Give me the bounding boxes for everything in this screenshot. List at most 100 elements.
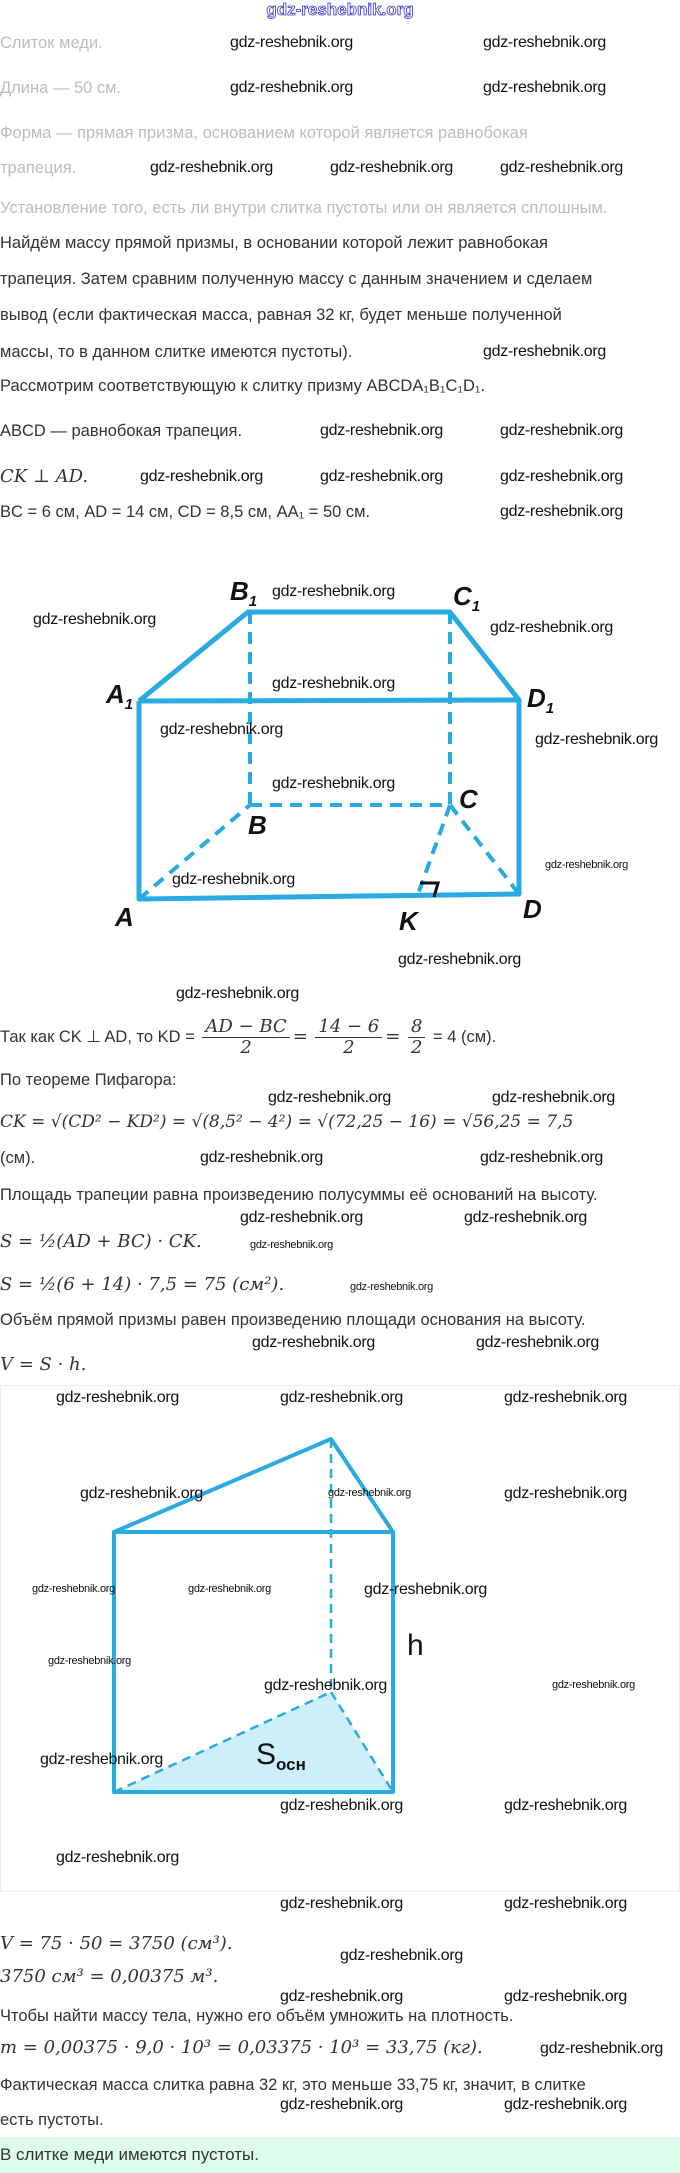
- site-watermark: gdz-reshebnik.org: [266, 0, 414, 19]
- label-c: C: [459, 784, 479, 814]
- watermark-text: gdz-reshebnik.org: [504, 1389, 627, 1406]
- answer-box: В слитке меди имеются пустоты.: [0, 2137, 680, 2173]
- watermark-text: gdz-reshebnik.org: [490, 619, 613, 636]
- watermark-text: gdz-reshebnik.org: [504, 1485, 627, 1502]
- watermark-text: gdz-reshebnik.org: [320, 468, 443, 485]
- consider-prism: Рассмотрим соответствующую к слитку приз…: [0, 377, 486, 395]
- watermark-text: gdz-reshebnik.org: [150, 159, 273, 176]
- area-calc: S = ½(6 + 14) · 7,5 = 75 (см²).: [0, 1274, 285, 1295]
- watermark-text: gdz-reshebnik.org: [350, 1281, 433, 1293]
- mass-rule: Чтобы найти массу тела, нужно его объём …: [0, 2007, 514, 2025]
- watermark-text: gdz-reshebnik.org: [280, 1988, 403, 2005]
- watermark-text: gdz-reshebnik.org: [330, 159, 453, 176]
- watermark-text: gdz-reshebnik.org: [328, 1487, 411, 1499]
- watermark-text: gdz-reshebnik.org: [280, 2096, 403, 2113]
- watermark-text: gdz-reshebnik.org: [250, 1239, 333, 1251]
- pythagoras-heading: По теореме Пифагора:: [0, 1071, 177, 1089]
- watermark-text: gdz-reshebnik.org: [272, 583, 395, 600]
- triangular-prism-figure: h Sосн: [112, 1437, 424, 1794]
- conclusion-line-2: есть пустоты.: [0, 2111, 104, 2129]
- watermark-text: gdz-reshebnik.org: [140, 468, 263, 485]
- watermark-text: gdz-reshebnik.org: [272, 775, 395, 792]
- watermark-text: gdz-reshebnik.org: [272, 675, 395, 692]
- watermark-text: gdz-reshebnik.org: [280, 1797, 403, 1814]
- label-d1: D1: [527, 683, 554, 717]
- watermark-text: gdz-reshebnik.org: [280, 1389, 403, 1406]
- height-label: h: [407, 1629, 424, 1662]
- trapezoid-statement: ABCD — равнобокая трапеция.: [0, 422, 243, 440]
- watermark-text: gdz-reshebnik.org: [268, 1089, 391, 1106]
- label-b: B: [248, 810, 267, 840]
- watermark-text: gdz-reshebnik.org: [188, 1583, 271, 1595]
- hidden-edge-left: [113, 1690, 332, 1794]
- hidden-edge-right: [329, 1691, 395, 1793]
- volume-formula: V = S · h.: [0, 1354, 87, 1375]
- watermark-text: gdz-reshebnik.org: [483, 79, 606, 96]
- watermark-text: gdz-reshebnik.org: [483, 34, 606, 51]
- watermark-text: gdz-reshebnik.org: [535, 731, 658, 748]
- watermark-text: gdz-reshebnik.org: [264, 1677, 387, 1694]
- base-area: [114, 1692, 393, 1792]
- watermark-text: gdz-reshebnik.org: [172, 871, 295, 888]
- given-goal: Установление того, есть ли внутри слитка…: [0, 199, 608, 217]
- given-values: BC = 6 см, AD = 14 см, CD = 8,5 см, AA₁ …: [0, 503, 371, 521]
- given-shape-2: трапеция.: [0, 159, 77, 177]
- watermark-text: gdz-reshebnik.org: [252, 1334, 375, 1351]
- watermark-text: gdz-reshebnik.org: [540, 2040, 663, 2057]
- given-object: Слиток меди.: [0, 34, 103, 52]
- given-length: Длина — 50 см.: [0, 79, 122, 97]
- edge-ab: [137, 803, 252, 901]
- right-angle-mark: [420, 881, 440, 898]
- volume-calc: V = 75 · 50 = 3750 (см³).: [0, 1933, 233, 1954]
- watermark-text: gdz-reshebnik.org: [32, 1583, 115, 1595]
- watermark-text: gdz-reshebnik.org: [476, 1334, 599, 1351]
- watermark-text: gdz-reshebnik.org: [500, 159, 623, 176]
- watermark-text: gdz-reshebnik.org: [48, 1655, 131, 1667]
- watermark-text: gdz-reshebnik.org: [504, 2096, 627, 2113]
- base-area-label: Sосн: [256, 1738, 306, 1774]
- watermark-text: gdz-reshebnik.org: [230, 34, 353, 51]
- watermark-text: gdz-reshebnik.org: [480, 1149, 603, 1166]
- watermark-text: gdz-reshebnik.org: [56, 1389, 179, 1406]
- perpendicular-statement: CK ⊥ AD.: [0, 466, 89, 487]
- volume-rule: Объём прямой призмы равен произведению п…: [0, 1311, 586, 1329]
- watermark-text: gdz-reshebnik.org: [545, 859, 628, 871]
- area-rule: Площадь трапеции равна произведению полу…: [0, 1186, 598, 1204]
- kd-prefix: Так как CK ⊥ AD, то KD =: [0, 1028, 195, 1046]
- watermark-text: gdz-reshebnik.org: [240, 1209, 363, 1226]
- watermark-text: gdz-reshebnik.org: [80, 1485, 203, 1502]
- watermark-text: gdz-reshebnik.org: [176, 985, 299, 1002]
- label-a1: A1: [105, 679, 133, 713]
- label-b1: B1: [230, 576, 257, 610]
- watermark-text: gdz-reshebnik.org: [280, 1895, 403, 1912]
- kd-result: = 4 (см).: [433, 1028, 497, 1046]
- edge-front-face: [136, 700, 522, 902]
- watermark-text: gdz-reshebnik.org: [500, 468, 623, 485]
- watermark-text: gdz-reshebnik.org: [504, 1895, 627, 1912]
- watermark-text: gdz-reshebnik.org: [504, 1988, 627, 2005]
- answer-text: В слитке меди имеются пустоты.: [0, 2145, 259, 2164]
- watermark-text: gdz-reshebnik.org: [398, 951, 521, 968]
- watermark-text: gdz-reshebnik.org: [500, 422, 623, 439]
- edge-cd: [448, 803, 521, 896]
- watermark-text: gdz-reshebnik.org: [464, 1209, 587, 1226]
- mass-calc: m = 0,00375 · 9,0 · 10³ = 0,03375 · 10³ …: [0, 2037, 483, 2058]
- conclusion-line-1: Фактическая масса слитка равна 32 кг, эт…: [0, 2076, 586, 2094]
- watermark-text: gdz-reshebnik.org: [200, 1149, 323, 1166]
- watermark-text: gdz-reshebnik.org: [492, 1089, 615, 1106]
- watermark-text: gdz-reshebnik.org: [33, 611, 156, 628]
- label-c1: C1: [453, 581, 480, 615]
- label-d: D: [523, 894, 542, 924]
- watermark-text: gdz-reshebnik.org: [364, 1581, 487, 1598]
- plan-line-1: Найдём массу прямой призмы, в основании …: [0, 234, 548, 252]
- watermark-text: gdz-reshebnik.org: [56, 1849, 179, 1866]
- plan-line-2: трапеция. Затем сравним полученную массу…: [0, 270, 593, 288]
- watermark-text: gdz-reshebnik.org: [340, 1947, 463, 1964]
- plan-line-4: массы, то в данном слитке имеются пустот…: [0, 343, 353, 361]
- prism-trapezoid-figure: B1 C1 A1 D1 B C A K D: [105, 576, 554, 936]
- watermark-text: gdz-reshebnik.org: [160, 721, 283, 738]
- label-a: A: [114, 902, 134, 932]
